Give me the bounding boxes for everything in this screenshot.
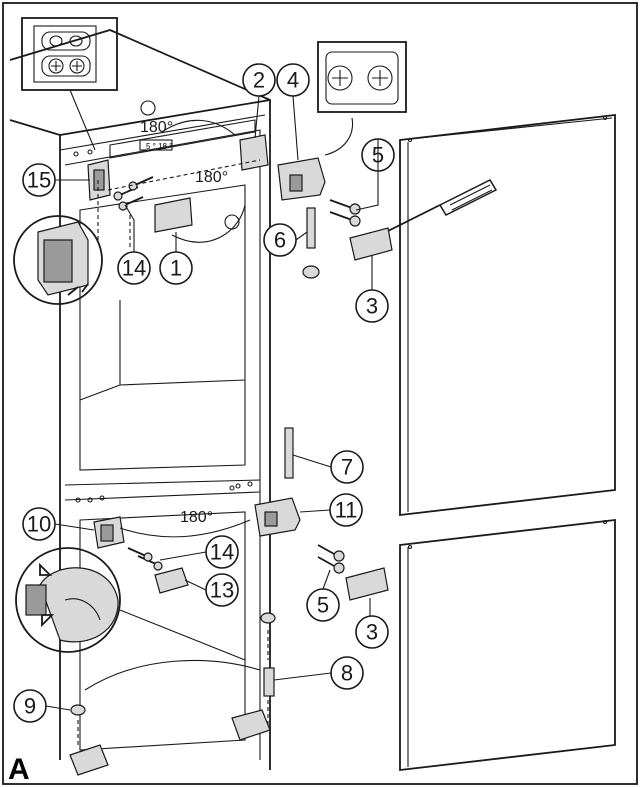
inset-screw-plate <box>317 41 407 113</box>
svg-text:1: 1 <box>170 256 182 281</box>
svg-text:14: 14 <box>210 540 234 565</box>
cover-3-upper <box>349 227 393 261</box>
svg-text:11: 11 <box>335 498 358 523</box>
svg-text:14: 14 <box>122 256 146 281</box>
cabinet-body <box>9 29 271 770</box>
svg-text:7: 7 <box>341 455 353 480</box>
screwdriver <box>379 179 498 236</box>
hinge-pin-6 <box>306 207 316 249</box>
svg-text:3: 3 <box>366 294 378 319</box>
callout-3-lower: 3 <box>355 615 389 649</box>
callout-15: 15 <box>22 163 56 197</box>
control-panel: 5 ° 18 ° <box>109 119 256 159</box>
callout-10: 10 <box>22 507 56 541</box>
callout-3-upper: 3 <box>355 289 389 323</box>
upper-hinge-assembly <box>87 117 361 279</box>
zoom-circle-lower <box>15 547 121 653</box>
hinge-pin-7 <box>284 427 294 479</box>
hinge-part-13 <box>154 567 189 594</box>
callout-7: 7 <box>330 450 364 484</box>
lower-hinge-assembly <box>69 427 345 776</box>
svg-text:10: 10 <box>27 512 51 537</box>
leader-lines <box>45 95 379 711</box>
callout-1: 1 <box>159 251 193 285</box>
svg-text:5 ° 18 °: 5 ° 18 ° <box>146 142 172 151</box>
svg-text:9: 9 <box>24 694 36 719</box>
figure-label: A <box>8 753 30 786</box>
cover-3-lower <box>345 567 389 601</box>
callout-6: 6 <box>263 223 297 257</box>
svg-text:8: 8 <box>341 661 353 686</box>
angle-label-upper: 180° <box>140 119 173 136</box>
callout-13: 13 <box>205 573 239 607</box>
lower-door <box>399 518 616 772</box>
svg-text:5: 5 <box>317 593 329 618</box>
inset-hinge-closeup <box>21 17 118 151</box>
callout-2: 2 <box>242 63 276 97</box>
callout-5-lower: 5 <box>306 588 340 622</box>
callout-9: 9 <box>13 689 47 723</box>
hinge-cover-2 <box>239 134 269 171</box>
svg-text:2: 2 <box>253 68 265 93</box>
zoom-circle-upper <box>13 215 103 305</box>
callout-14-lower: 14 <box>205 535 239 569</box>
upper-door <box>399 113 616 517</box>
angle-label-mid: 180° <box>195 169 228 186</box>
svg-text:13: 13 <box>210 578 234 603</box>
svg-text:6: 6 <box>274 228 286 253</box>
callout-14-upper: 14 <box>117 251 151 285</box>
angle-label-lower: 180° <box>180 509 213 526</box>
svg-text:4: 4 <box>287 68 299 93</box>
callout-11: 11 <box>329 493 363 527</box>
callout-4: 4 <box>276 63 310 97</box>
callout-8: 8 <box>330 656 364 690</box>
svg-text:3: 3 <box>366 620 378 645</box>
hinge-cover-1 <box>154 197 193 233</box>
plug-9 <box>70 704 86 716</box>
hinge-pin-8 <box>263 667 275 697</box>
svg-text:15: 15 <box>27 168 51 193</box>
